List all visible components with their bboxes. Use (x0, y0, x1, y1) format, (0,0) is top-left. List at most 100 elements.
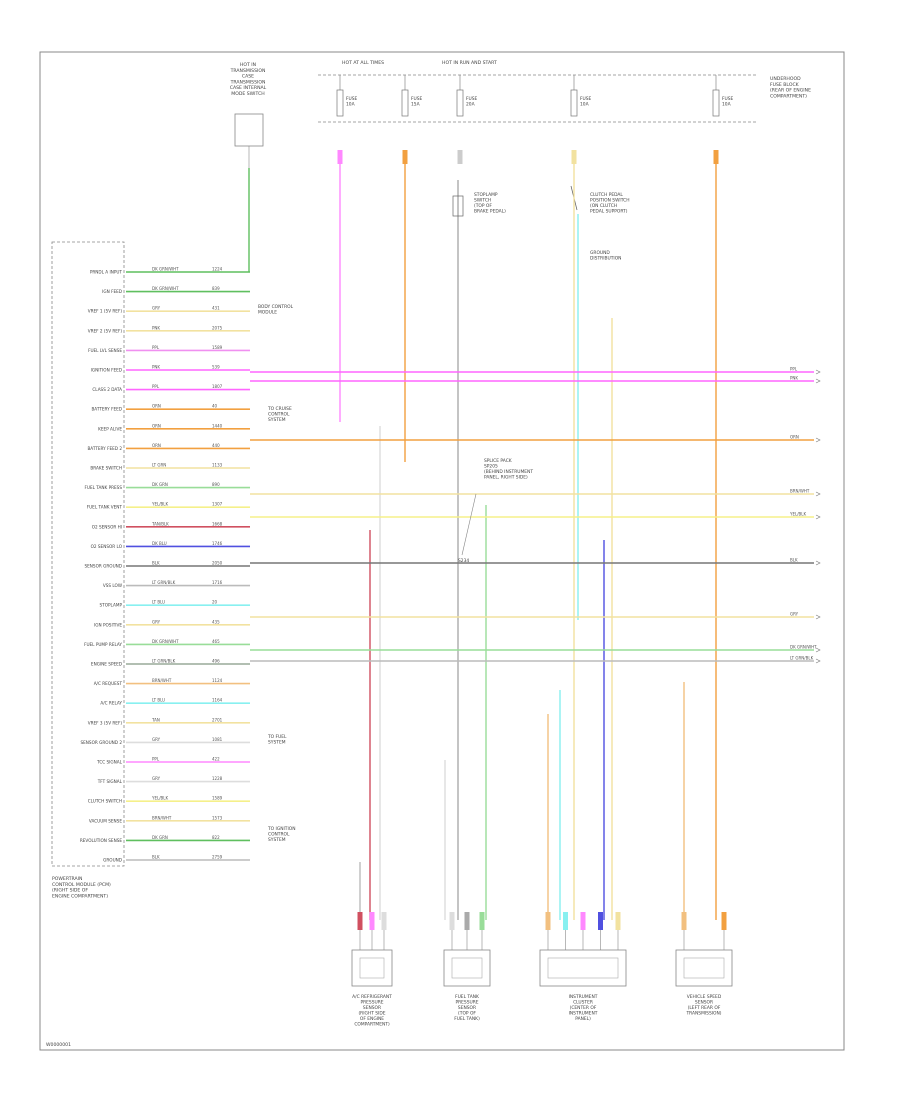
continuation-arrow-icon (815, 658, 821, 664)
ecm-pin-wire-color: DK GRN (152, 835, 168, 840)
through-wire-color: BLK (790, 558, 798, 563)
ecm-pin-circuit: 40 (212, 404, 218, 409)
splice-pointer (461, 493, 477, 556)
label-splice-id: S234 (458, 558, 469, 564)
ecm-pin-circuit: 1668 (212, 521, 223, 526)
ecm-outline (51, 241, 125, 867)
ecm-pin-label: BATTERY FEED (91, 407, 122, 412)
continuation-arrow-icon (815, 491, 821, 497)
ecm-pin-label: IGNITION FEED (91, 368, 122, 373)
through-wire-color: PNK (790, 376, 798, 381)
label-hot-at-all-times: HOT AT ALL TIMES (342, 60, 384, 66)
ecm-pin-circuit: 1224 (212, 267, 223, 272)
ecm-pin-wire-color: BRN/WHT (152, 815, 172, 820)
continuation-arrow-icon (815, 560, 821, 566)
ecm-pin-label: TFT SIGNAL (97, 779, 123, 784)
ecm-pin-label: BATTERY FEED 2 (87, 446, 122, 451)
component-pin (721, 912, 727, 930)
ecm-pin-label: SENSOR GROUND 2 (81, 740, 123, 745)
ecm-pin-label: VREF 3 (5V REF) (88, 720, 123, 725)
ecm-pin-wire-color: DK BLU (152, 541, 167, 546)
component-pin (615, 912, 621, 930)
ecm-pin-circuit: 1133 (212, 463, 223, 468)
ecm-pin-circuit: 890 (212, 482, 220, 487)
ecm-pin-wire-color: ORN (152, 423, 161, 428)
component-body-c2 (443, 949, 491, 987)
ecm-pin-label: A/C REQUEST (94, 681, 123, 686)
component-pin (369, 912, 375, 930)
ecm-pin-wire-color: PPL (152, 345, 160, 350)
label-hot-in-run: HOT IN RUN AND START (442, 60, 497, 66)
ecm-pin-circuit: 1124 (212, 678, 223, 683)
ecm-pin-wire-color: BRN/WHT (152, 678, 172, 683)
component-pin (479, 912, 485, 930)
ecm-pin-label: BRAKE SWITCH (90, 466, 122, 471)
ecm-pin-circuit: 1228 (212, 776, 223, 781)
ecm-pin-wire-color: TAN/BLK (151, 521, 169, 526)
ecm-pin-label: FUEL TANK VENT (87, 505, 123, 510)
ecm-pin-label: CLASS 2 DATA (92, 387, 122, 392)
ecm-pin-circuit: 2759 (212, 855, 223, 860)
ecm-pin-circuit: 431 (212, 306, 220, 311)
ecm-pin-label: O2 SENSOR LO (91, 544, 123, 549)
continuation-arrow-icon (815, 378, 821, 384)
ecm-pin-circuit: 1081 (212, 737, 223, 742)
fuse-connector-f2 (402, 150, 408, 164)
ecm-pin-circuit: 440 (212, 443, 220, 448)
ecm-pin-circuit: 539 (212, 365, 220, 370)
ecm-pin-wire-color: PPL (152, 757, 160, 762)
through-wire-color: YEL/BLK (789, 512, 807, 517)
ecm-pin-wire-color: GRY (152, 306, 161, 311)
ecm-pin-circuit: 2701 (212, 717, 223, 722)
ecm-pin-wire-color: TAN (151, 717, 160, 722)
ecm-pin-wire-color: BLK (152, 561, 160, 566)
component-pin (449, 912, 455, 930)
ecm-pin-wire-color: YEL/BLK (151, 796, 169, 801)
component-body-c1 (351, 949, 393, 987)
ecm-pin-circuit: 1440 (212, 423, 223, 428)
vertical-wire-group (248, 164, 717, 920)
continuation-arrow-icon (815, 614, 821, 620)
component-body-c4 (675, 949, 733, 987)
ecm-pin-label: O2 SENSOR HI (92, 524, 122, 529)
ecm-pin-label: KEEP ALIVE (98, 426, 122, 431)
ecm-pin-wire-color: PPL (152, 384, 160, 389)
ecm-pin-wire-color: ORN (152, 443, 161, 448)
continuation-arrow-icon (815, 647, 821, 653)
ecm-pin-circuit: 496 (212, 659, 220, 664)
component-pin (545, 912, 551, 930)
ecm-pin-label: VREF 1 (5V REF) (88, 309, 123, 314)
ecm-pin-wire-color: PNK (152, 325, 160, 330)
through-wire-color: ORN (790, 435, 799, 440)
transmission-mode-switch-box (234, 113, 264, 147)
ecm-pin-circuit: 1307 (212, 502, 223, 507)
component-inner-c4 (683, 957, 725, 979)
fuse-connector-f4 (571, 150, 577, 164)
through-wire-color: BRN/WHT (790, 489, 810, 494)
ecm-pin-circuit: 435 (212, 619, 220, 624)
ecm-pin-wire-color: LT GRN/BLK (152, 659, 176, 664)
ecm-pin-label: SENSOR GROUND (84, 564, 122, 569)
component-inner-c3 (547, 957, 619, 979)
ecm-pin-wire-color: DK GRN/WHT (152, 286, 179, 291)
ecm-pin-circuit: 2050 (212, 561, 223, 566)
ecm-pin-label: CLUTCH SWITCH (88, 799, 122, 804)
ecm-pin-wire-color: PNK (152, 365, 160, 370)
ecm-pin-circuit: 1807 (212, 384, 223, 389)
ecm-pin-wire-color: GRY (152, 776, 161, 781)
